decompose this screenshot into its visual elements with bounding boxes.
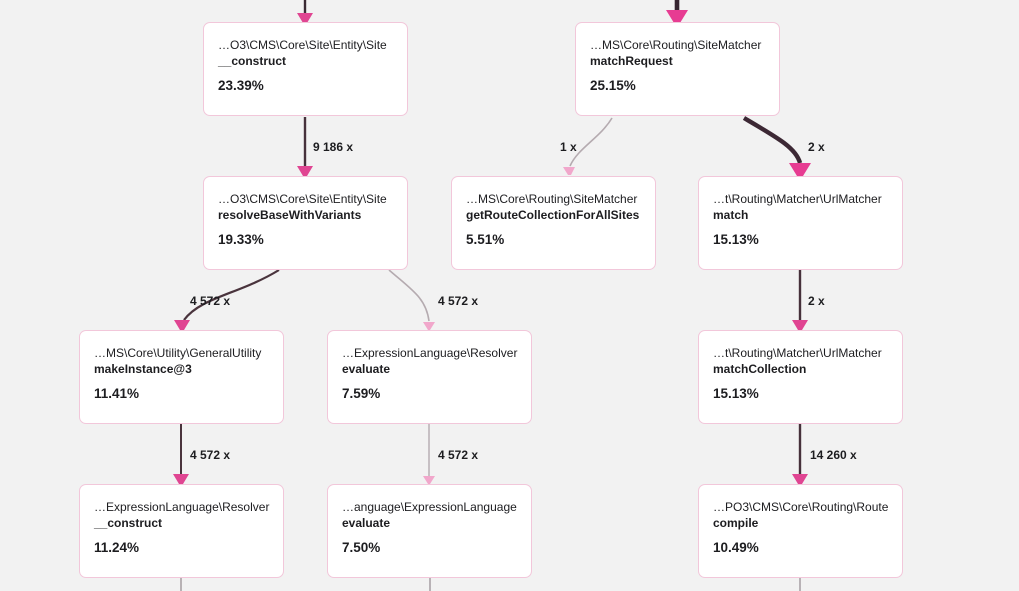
- node-method: evaluate: [342, 516, 391, 530]
- node-method: compile: [713, 516, 759, 530]
- arrowhead-icon: [792, 474, 808, 484]
- node-class-path: …anguage\ExpressionLanguage: [342, 500, 517, 514]
- edge-resolvebase-evaluate: [388, 269, 430, 322]
- arrowhead-icon: [423, 476, 435, 484]
- arrowhead-icon: [792, 320, 808, 330]
- edge-call-count: 9 186 x: [313, 140, 354, 154]
- node-class-path: …PO3\CMS\Core\Routing\Route: [713, 500, 889, 514]
- node-class-path: …MS\Core\Utility\GeneralUtility: [94, 346, 262, 360]
- node-method: evaluate: [342, 362, 391, 376]
- node-method: matchCollection: [713, 362, 807, 376]
- call-node-match[interactable]: …t\Routing\Matcher\UrlMatcher match 15.1…: [698, 176, 903, 270]
- node-method: getRouteCollectionForAllSites: [466, 208, 640, 222]
- call-node-resolver-construct[interactable]: …ExpressionLanguage\Resolver __construct…: [79, 484, 284, 578]
- node-percent: 19.33%: [218, 232, 264, 247]
- edge-call-count: 2 x: [808, 140, 825, 154]
- edge-matchrequest-match: [742, 116, 803, 164]
- node-percent: 15.13%: [713, 386, 759, 401]
- call-node-resolver-evaluate[interactable]: …ExpressionLanguage\Resolver evaluate 7.…: [327, 330, 532, 424]
- node-percent: 5.51%: [466, 232, 505, 247]
- arrowhead-icon: [297, 166, 313, 176]
- edge-call-count: 1 x: [560, 140, 577, 154]
- node-class-path: …O3\CMS\Core\Site\Entity\Site: [218, 38, 387, 52]
- node-class-path: …t\Routing\Matcher\UrlMatcher: [713, 346, 882, 360]
- node-percent: 11.24%: [94, 540, 140, 555]
- node-class-path: …MS\Core\Routing\SiteMatcher: [590, 38, 762, 52]
- node-method: __construct: [94, 516, 163, 530]
- edge-call-count: 4 572 x: [190, 448, 231, 462]
- node-method: makeInstance@3: [94, 362, 192, 376]
- call-node-matchrequest[interactable]: …MS\Core\Routing\SiteMatcher matchReques…: [575, 22, 780, 116]
- call-node-getroutecollectionforallsites[interactable]: …MS\Core\Routing\SiteMatcher getRouteCol…: [451, 176, 656, 270]
- call-node-resolvebasewithvariants[interactable]: …O3\CMS\Core\Site\Entity\Site resolveBas…: [203, 176, 408, 270]
- node-method: matchRequest: [590, 54, 673, 68]
- edge-call-count: 4 572 x: [438, 294, 479, 308]
- arrowhead-icon: [174, 320, 190, 330]
- node-class-path: …O3\CMS\Core\Site\Entity\Site: [218, 192, 387, 206]
- call-node-site-construct[interactable]: …O3\CMS\Core\Site\Entity\Site __construc…: [203, 22, 408, 116]
- node-method: match: [713, 208, 749, 222]
- node-method: resolveBaseWithVariants: [218, 208, 362, 222]
- call-node-matchcollection[interactable]: …t\Routing\Matcher\UrlMatcher matchColle…: [698, 330, 903, 424]
- call-node-expressionlanguage-evaluate[interactable]: …anguage\ExpressionLanguage evaluate 7.5…: [327, 484, 532, 578]
- node-percent: 23.39%: [218, 78, 264, 93]
- arrowhead-icon: [423, 322, 435, 330]
- call-node-route-compile[interactable]: …PO3\CMS\Core\Routing\Route compile 10.4…: [698, 484, 903, 578]
- node-percent: 15.13%: [713, 232, 759, 247]
- node-percent: 7.50%: [342, 540, 381, 555]
- node-class-path: …t\Routing\Matcher\UrlMatcher: [713, 192, 882, 206]
- call-node-makeinstance[interactable]: …MS\Core\Utility\GeneralUtility makeInst…: [79, 330, 284, 424]
- node-percent: 7.59%: [342, 386, 381, 401]
- node-percent: 25.15%: [590, 78, 636, 93]
- edge-call-count: 4 572 x: [190, 294, 231, 308]
- node-class-path: …ExpressionLanguage\Resolver: [342, 346, 518, 360]
- arrowhead-icon: [173, 474, 189, 484]
- edge-call-count: 4 572 x: [438, 448, 479, 462]
- edge-call-count: 14 260 x: [810, 448, 857, 462]
- node-class-path: …MS\Core\Routing\SiteMatcher: [466, 192, 638, 206]
- node-percent: 11.41%: [94, 386, 140, 401]
- arrowhead-icon: [563, 167, 575, 175]
- arrowhead-icon: [789, 163, 811, 176]
- edge-call-count: 2 x: [808, 294, 825, 308]
- node-percent: 10.49%: [713, 540, 759, 555]
- node-method: __construct: [218, 54, 287, 68]
- node-class-path: …ExpressionLanguage\Resolver: [94, 500, 270, 514]
